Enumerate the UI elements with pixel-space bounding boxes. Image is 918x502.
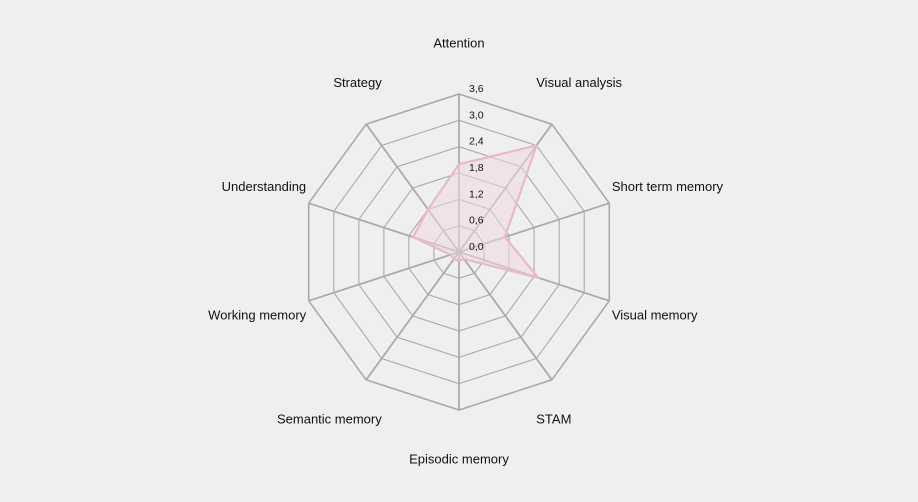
series-point-understanding [412,236,414,238]
tick-label: 3,0 [469,109,484,121]
axis-label-short-term-memory: Short term memory [612,179,724,194]
axis-label-visual-memory: Visual memory [612,308,698,323]
series-point-semantic-memory [453,258,455,260]
series-point-stam [463,258,465,260]
series-point-episodic-memory [458,259,460,262]
series-point-short-term-memory [504,236,506,238]
axis-label-strategy: Strategy [333,75,382,90]
tick-label: 3,6 [469,83,484,95]
axis-spoke-semantic-memory [365,251,460,381]
tick-label: 2,4 [469,136,484,148]
series-layer [411,144,540,279]
axis-label-attention: Attention [433,35,484,50]
axis-spoke-stam [458,251,553,381]
tick-label: 1,8 [469,162,484,174]
tick-label: 0,0 [469,241,484,253]
axis-spoke-working-memory [308,251,460,302]
series-point-visual-analysis [535,144,538,147]
grid-layer [307,93,611,411]
series-point-attention [458,163,460,166]
axis-label-stam: STAM [536,412,571,427]
axis-label-episodic-memory: Episodic memory [409,451,509,466]
tick-label: 1,2 [469,188,484,200]
axis-label-working-memory: Working memory [208,308,307,323]
series-point-strategy [427,208,429,211]
axis-label-visual-analysis: Visual analysis [536,75,622,90]
axis-label-understanding: Understanding [222,179,307,194]
axis-label-semantic-memory: Semantic memory [277,412,382,427]
series-point-working-memory [449,253,452,256]
series-point-visual-memory [537,276,540,279]
tick-label: 0,6 [469,215,484,227]
tick-label-layer: 0,0 0,6 1,2 1,8 2,4 3,0 3,6 [469,83,484,253]
